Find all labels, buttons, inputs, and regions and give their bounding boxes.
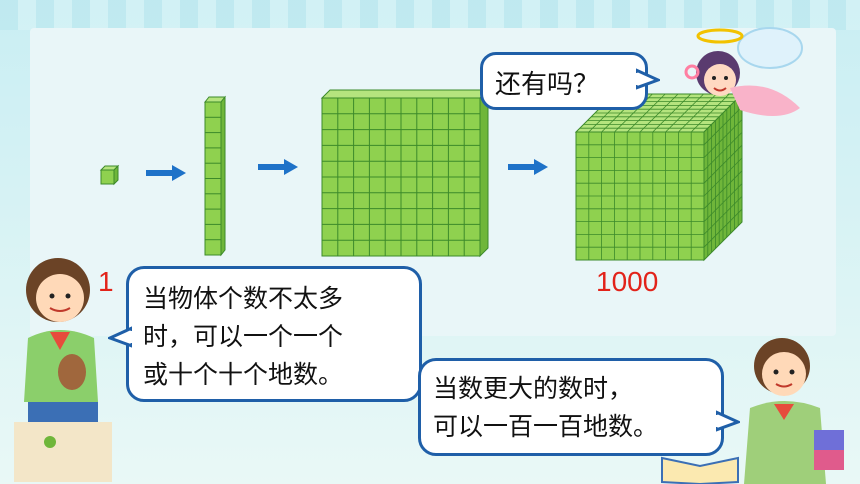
bubble-line: 当物体个数不太多 xyxy=(143,284,344,313)
fairy-character xyxy=(684,27,803,117)
single-cube xyxy=(99,164,120,186)
bubble-tail xyxy=(108,326,132,348)
bubble-text: 还有吗？ xyxy=(495,70,600,100)
book-decoration xyxy=(661,456,739,484)
bubble-line: 或十个十个地数。 xyxy=(143,360,344,389)
arrow-right-icon xyxy=(508,159,548,175)
boy-speech-bubble: 当物体个数不太多 时，可以一个一个 或十个十个地数。 xyxy=(126,266,422,402)
flat-of-hundred xyxy=(320,88,490,258)
cube-of-thousand xyxy=(574,92,744,262)
boy-character xyxy=(14,258,112,482)
rod-of-ten xyxy=(203,95,226,257)
bubble-tail xyxy=(636,68,660,90)
top-decoration xyxy=(0,0,860,30)
fairy-speech-bubble: 还有吗？ xyxy=(480,52,648,110)
arrow-right-icon xyxy=(146,165,186,181)
arrow-right-icon xyxy=(258,159,298,175)
label-one: 1 xyxy=(98,266,114,297)
label-thousand: 1000 xyxy=(596,266,659,297)
girl-character xyxy=(744,338,844,484)
bubble-tail xyxy=(716,410,740,432)
bubble-line: 可以一百一百地数。 xyxy=(433,412,659,441)
girl-speech-bubble: 当数更大的数时， 可以一百一百地数。 xyxy=(418,358,724,456)
bubble-line: 当数更大的数时， xyxy=(433,374,634,403)
bubble-line: 时，可以一个一个 xyxy=(143,322,344,351)
